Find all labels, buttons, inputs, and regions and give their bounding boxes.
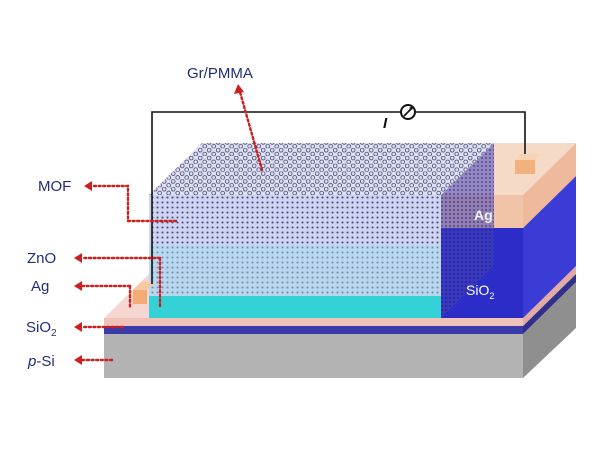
arrow-gr-pmma <box>238 90 264 172</box>
right-top-electrode-top <box>515 154 541 160</box>
device-side-dots <box>441 143 494 318</box>
substrate-front-face <box>104 334 523 378</box>
label-mof: MOF <box>38 178 71 195</box>
zno-band-tint <box>149 245 441 296</box>
arrow-mof <box>90 184 178 223</box>
pink-front-face <box>104 318 523 326</box>
graphene-hex-lattice <box>149 143 494 195</box>
label-sio2: SiO2 <box>26 319 57 339</box>
arrowhead-psi <box>74 355 82 365</box>
arrowhead-ag <box>74 281 82 291</box>
circuit-wire-right <box>414 111 526 154</box>
right-sio2-side <box>523 176 576 318</box>
label-sio2-right-sub: 2 <box>489 291 494 301</box>
circuit-wire <box>151 111 402 284</box>
arrowhead-sio2 <box>74 322 82 332</box>
label-gr-pmma: Gr/PMMA <box>187 65 253 82</box>
arrowhead-mof <box>84 181 92 191</box>
left-ag-electrode-top <box>133 282 155 290</box>
current-label: I <box>383 115 388 132</box>
left-ag-electrode-front <box>133 290 147 304</box>
label-psi: p-Si <box>27 353 55 370</box>
arrowhead-gr-pmma <box>234 84 244 94</box>
label-sio2-right-main: SiO <box>466 282 489 298</box>
oxide-front-stripe <box>104 326 523 334</box>
label-sio2-sub: 2 <box>51 328 57 339</box>
arrow-heads <box>74 84 244 365</box>
right-ag-side <box>523 143 576 228</box>
pink-right-face <box>523 266 576 326</box>
arrows <box>80 90 264 362</box>
oxide-right-stripe <box>523 274 576 334</box>
label-ag: Ag <box>31 278 49 295</box>
label-psi-suffix: -Si <box>36 353 54 370</box>
ammeter-icon <box>400 104 416 120</box>
label-sio2-right: SiO2 <box>466 282 494 301</box>
arrowhead-zno <box>74 253 82 263</box>
mof-dots-front <box>149 195 441 296</box>
right-top-electrode-front <box>515 160 535 174</box>
zno-layer-front <box>149 296 441 318</box>
label-ag-right: Ag <box>474 207 493 223</box>
label-sio2-main: SiO <box>26 319 51 336</box>
substrate-right-face <box>523 282 576 378</box>
label-psi-prefix: p <box>27 353 36 370</box>
label-zno: ZnO <box>27 250 56 267</box>
